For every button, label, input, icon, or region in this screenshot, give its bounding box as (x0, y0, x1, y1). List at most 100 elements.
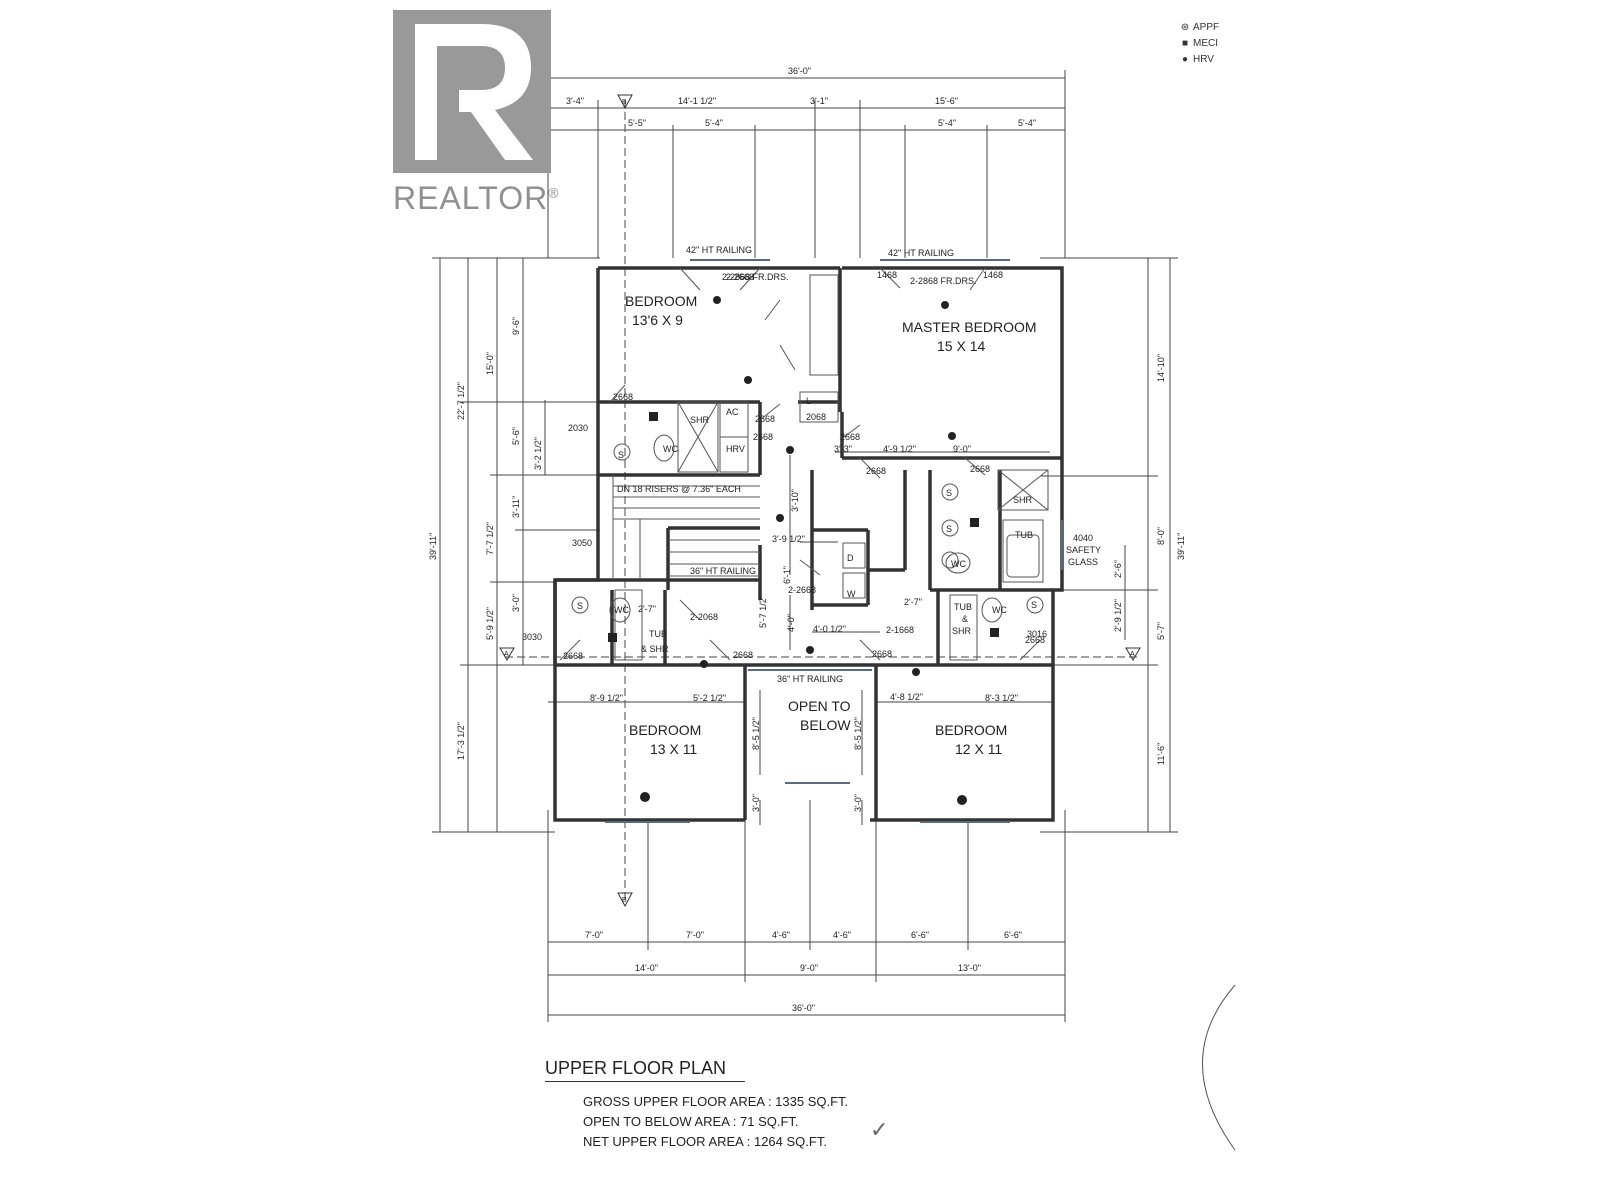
plan-label: W (847, 589, 856, 599)
plan-label: 3016 (1027, 629, 1047, 639)
realtor-logo-mark (393, 10, 551, 173)
plan-label: HRV (726, 444, 745, 454)
plan-label: 6'-1" (782, 566, 792, 584)
plan-sheet (375, 0, 1225, 1200)
dim-top-7: 5'-4" (938, 118, 956, 128)
legend-row-mechanical: ■ MECI (1180, 36, 1219, 52)
title-underline (545, 1081, 745, 1082)
stair-treads (612, 475, 760, 580)
plan-label: 2-1668 (886, 625, 914, 635)
open-below-area: OPEN TO BELOW AREA : 71 SQ.FT. (583, 1114, 799, 1129)
fixtures (559, 267, 1236, 1151)
plan-label: 4'-8 1/2" (890, 692, 923, 702)
dim-top-2: 14'-1 1/2" (678, 96, 716, 106)
dim-bot-3: 4'-6" (772, 930, 790, 940)
dim-top-5: 5'-5" (628, 118, 646, 128)
section-a-left: A (504, 651, 509, 658)
room-bedroom-se-size: 12 X 11 (955, 741, 1002, 757)
open-below-line1: OPEN TO (788, 698, 851, 714)
dim-right-overall: 39'-11" (1176, 533, 1186, 560)
plan-label: 3'-10" (790, 489, 800, 512)
dim-bot-8: 9'-0" (800, 963, 818, 973)
plan-label: 8'-5 1/2" (751, 717, 761, 750)
dim-left-d: 7'-7 1/2" (485, 522, 495, 555)
plan-label: 2668 (866, 466, 886, 476)
safety-glass-1: 4040 (1073, 533, 1093, 543)
plan-label: WC (951, 559, 966, 569)
plan-label: 1468 (983, 270, 1003, 280)
legend-label: HRV (1193, 54, 1214, 65)
dim-bot-7: 14'-0" (635, 963, 658, 973)
plan-label: & (962, 614, 968, 624)
dim-right-c: 5'-7" (1156, 622, 1166, 640)
plan-label: WC (614, 605, 629, 615)
railing-note-3: 36" HT RAILING (690, 566, 756, 576)
dim-left-c: 15'-0" (485, 352, 495, 375)
walls (553, 266, 1064, 822)
dim-bot-6: 6'-6" (1004, 930, 1022, 940)
realtor-logo: REALTOR® (393, 10, 558, 216)
plan-label: TUB (649, 629, 667, 639)
appliance-symbol-icon: ⊛ (1180, 22, 1190, 33)
section-a-right: A (1130, 651, 1135, 658)
section-lines (505, 100, 1140, 900)
plan-label: 3'-9 1/2" (772, 534, 805, 544)
dim-top-6: 5'-4" (705, 118, 723, 128)
plan-label: S (577, 601, 583, 611)
plan-label: TUB (1015, 530, 1033, 540)
plan-label: & SHR (641, 644, 669, 654)
railing-note-4: 36" HT RAILING (777, 674, 843, 684)
plan-label: 2668 (970, 464, 990, 474)
plan-label: SHR (952, 626, 972, 636)
plan-label: S (1031, 600, 1037, 610)
plan-label: 8'-5 1/2" (853, 717, 863, 750)
plan-label: TUB (954, 602, 972, 612)
railings-windows (605, 259, 1063, 823)
section-b-bottom: B (622, 897, 627, 904)
dim-top-8: 5'-4" (1018, 118, 1036, 128)
railing-note-2: 42" HT RAILING (888, 248, 954, 258)
floor-area-summary: UPPER FLOOR PLAN GROSS UPPER FLOOR AREA … (545, 1058, 848, 1152)
legend-label: MECI (1193, 38, 1218, 49)
dim-right-b: 8'-0" (1156, 527, 1166, 545)
plan-label: 2668 (755, 414, 775, 424)
legend-row-appliance: ⊛APPF (1180, 20, 1219, 36)
dim-top-4: 15'-6" (935, 96, 958, 106)
room-bedroom-se-name: BEDROOM (935, 722, 1007, 738)
registered-mark: ® (548, 184, 560, 201)
dim-right-a: 14'-10" (1156, 354, 1166, 382)
dimension-text: 36'-0" 3'-4" 14'-1 1/2" 3'-1" 15'-6" 5'-… (428, 66, 1186, 1013)
section-b-top: B (622, 99, 627, 106)
stair-note: DN 18 RISERS @ 7.36" EACH (617, 484, 741, 494)
plan-label: 2668 (613, 392, 633, 402)
plan-label: 2-2668 (788, 585, 816, 595)
hrv-symbol-icon: ● (1181, 54, 1189, 65)
dim-top-1: 3'-4" (566, 96, 584, 106)
plan-label: 5'-7 1/2" (758, 595, 768, 628)
dim-right-e: 2'-6" (1113, 560, 1123, 578)
plan-label: SHR (690, 415, 710, 425)
plan-label: 9'-0" (953, 444, 971, 454)
plan-label: 4'-0" (786, 614, 796, 632)
plan-label: 4'-9 1/2" (883, 444, 916, 454)
dimension-lines (432, 70, 1178, 1022)
plan-label: S (946, 488, 952, 498)
plan-title: UPPER FLOOR PLAN (545, 1058, 727, 1078)
plan-label: 1468 (877, 270, 897, 280)
mechanical-symbol-icon: ■ (1181, 38, 1189, 49)
dim-bot-2: 7'-0" (686, 930, 704, 940)
room-bedroom-sw-size: 13 X 11 (650, 741, 697, 757)
room-master-name: MASTER BEDROOM (902, 319, 1037, 335)
dim-left-e: 5'-9 1/2" (485, 607, 495, 640)
dim-bot-9: 13'-0" (958, 963, 981, 973)
dim-left-f: 9'-6" (511, 317, 521, 335)
room-bedroom-sw-name: BEDROOM (629, 722, 701, 738)
check-mark: ✓ (870, 1117, 889, 1142)
fr-drs-note-1: 2-2868 FR.DRS. (722, 272, 789, 282)
dim-bot-4: 4'-6" (833, 930, 851, 940)
net-area: NET UPPER FLOOR AREA : 1264 SQ.FT. (583, 1134, 827, 1149)
plan-label: 3'-0" (751, 794, 761, 812)
plan-label: 2668 (753, 432, 773, 442)
plan-label: S (618, 450, 624, 460)
safety-glass-3: GLASS (1068, 557, 1098, 567)
